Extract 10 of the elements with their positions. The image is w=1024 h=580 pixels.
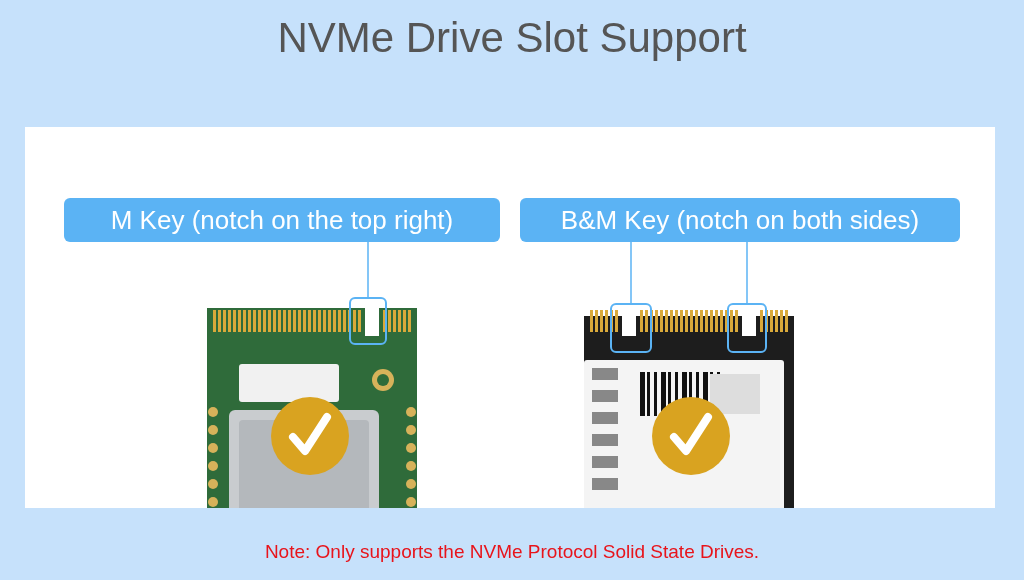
leader-line: [367, 241, 369, 298]
notch-highlight: [727, 303, 767, 353]
note-text: Note: Only supports the NVMe Protocol Solid State Drives.: [263, 541, 761, 563]
notch-highlight: [349, 297, 387, 345]
notch-highlight: [610, 303, 652, 353]
callout-label: B&M Key (notch on both sides): [520, 198, 960, 242]
title: NVMe Drive Slot Support: [276, 14, 748, 62]
leader-line: [630, 241, 632, 304]
callout-label: M Key (notch on the top right): [64, 198, 500, 242]
leader-line: [746, 241, 748, 304]
